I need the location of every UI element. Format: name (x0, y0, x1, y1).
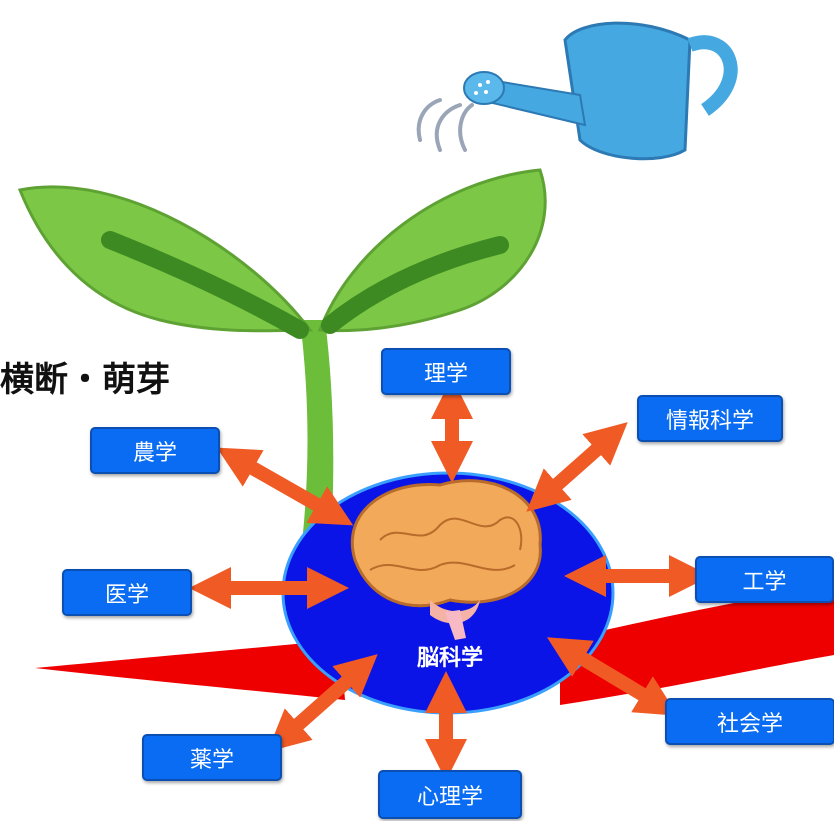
arrow-agri (216, 447, 354, 526)
field-box-info: 情報科学 (637, 395, 783, 442)
arrow-pharm (267, 654, 378, 752)
arrow-info (526, 422, 628, 512)
field-box-pharm: 薬学 (142, 734, 282, 781)
field-box-physics: 理学 (381, 348, 511, 395)
arrow-soc (546, 637, 679, 716)
watering-can-icon (416, 21, 738, 161)
heading: 横断・萌芽 (0, 360, 170, 400)
field-box-med: 医学 (62, 569, 192, 616)
field-box-eng: 工学 (695, 556, 834, 603)
sprout-icon (17, 168, 547, 560)
field-box-agri: 農学 (90, 427, 220, 474)
brain-icon (350, 479, 542, 640)
center-label: 脳科学 (416, 646, 483, 671)
red-band-left (35, 640, 345, 700)
field-box-soc: 社会学 (665, 698, 834, 745)
field-box-psych: 心理学 (378, 770, 522, 819)
